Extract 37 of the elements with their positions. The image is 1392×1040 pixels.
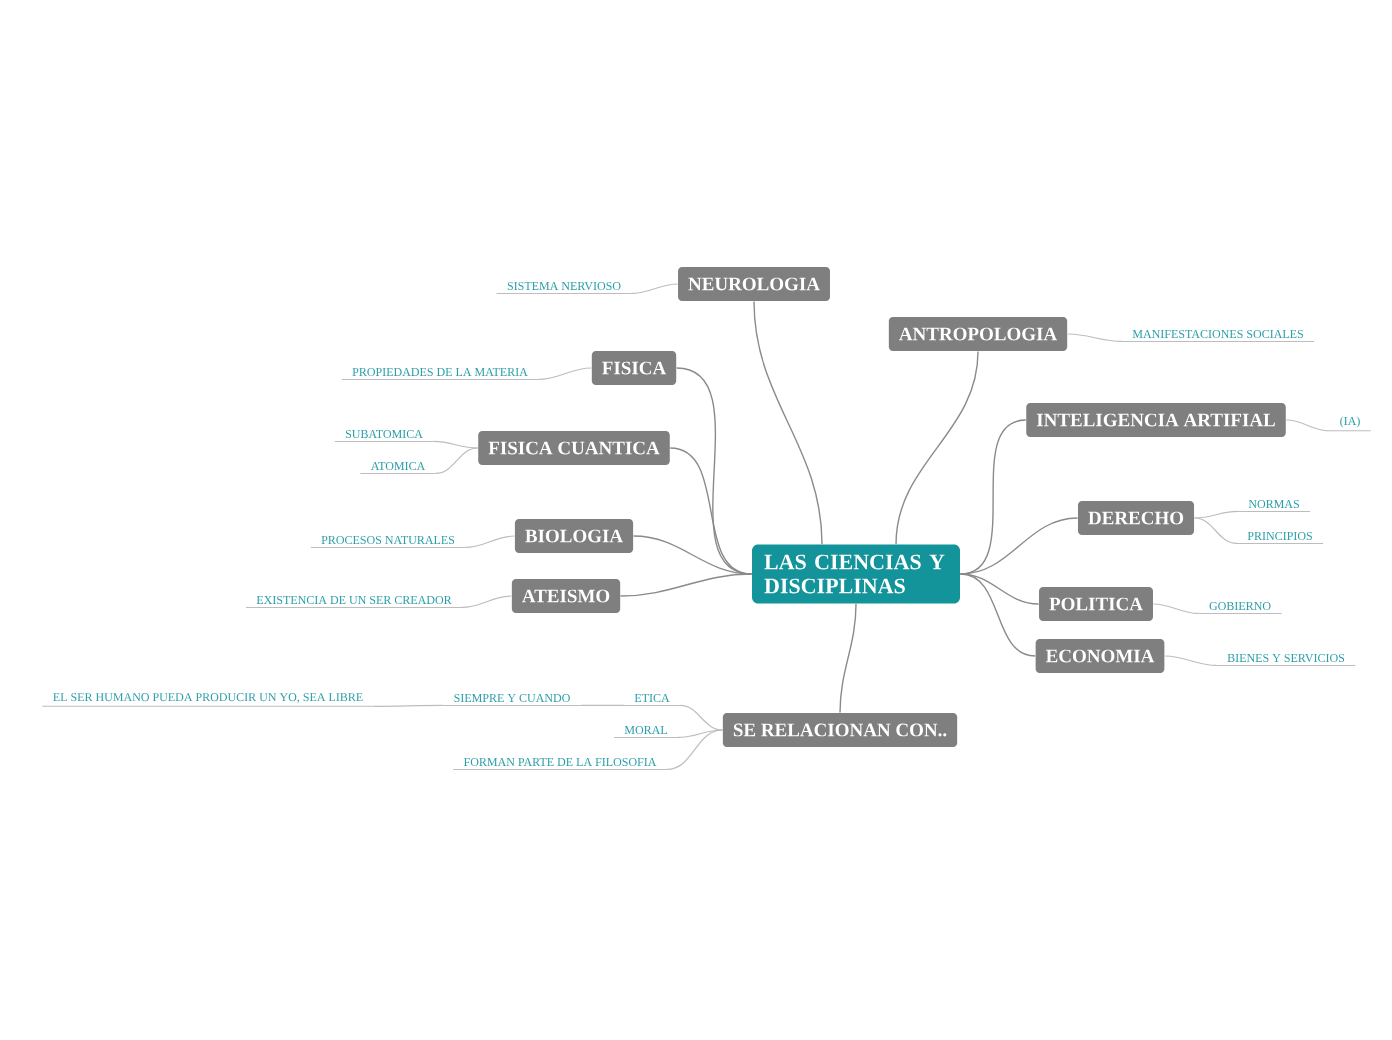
connector-line <box>461 595 513 609</box>
connector-line <box>464 535 516 549</box>
connector-line <box>619 573 753 597</box>
topic-box: INTELIGENCIA ARTIFIAL <box>1026 403 1286 437</box>
connector-line <box>679 704 724 731</box>
topic-box: ATEISMO <box>511 579 621 613</box>
connector-line <box>1164 655 1218 667</box>
connector-line <box>1193 510 1239 519</box>
connector-line <box>537 367 592 381</box>
connector-line <box>580 704 625 707</box>
connector-line <box>1193 517 1238 545</box>
topic-box: ANTROPOLOGIA <box>888 317 1068 351</box>
connector-line <box>632 535 753 575</box>
connector-line <box>372 704 444 707</box>
central-topic-box: LAS CIENCIAS Y DISCIPLINAS <box>752 544 960 604</box>
topic-box: ECONOMIA <box>1035 639 1165 673</box>
topic-box: POLITICA <box>1039 587 1153 621</box>
topic-box: FISICA CUANTICA <box>478 431 670 465</box>
connector-line <box>753 300 823 545</box>
topic-box: BIOLOGIA <box>514 519 634 553</box>
connector-line <box>435 447 479 475</box>
connector-line <box>959 573 1040 605</box>
topic-box: DERECHO <box>1078 501 1195 535</box>
connector-line <box>1152 603 1200 615</box>
connector-line <box>959 573 1036 657</box>
connector-line <box>432 440 479 449</box>
topic-box: SE RELACIONAN CON.. <box>722 713 958 747</box>
connector-line <box>1285 419 1330 432</box>
topic-box: FISICA <box>591 351 677 385</box>
topic-box: NEUROLOGIA <box>678 267 830 301</box>
connector-line <box>1067 333 1123 343</box>
connector-line <box>959 517 1079 575</box>
connector-line <box>666 729 724 771</box>
connector-line <box>630 283 679 295</box>
connector-line <box>677 729 724 739</box>
connector-line <box>839 603 857 714</box>
connector-line <box>895 350 979 545</box>
